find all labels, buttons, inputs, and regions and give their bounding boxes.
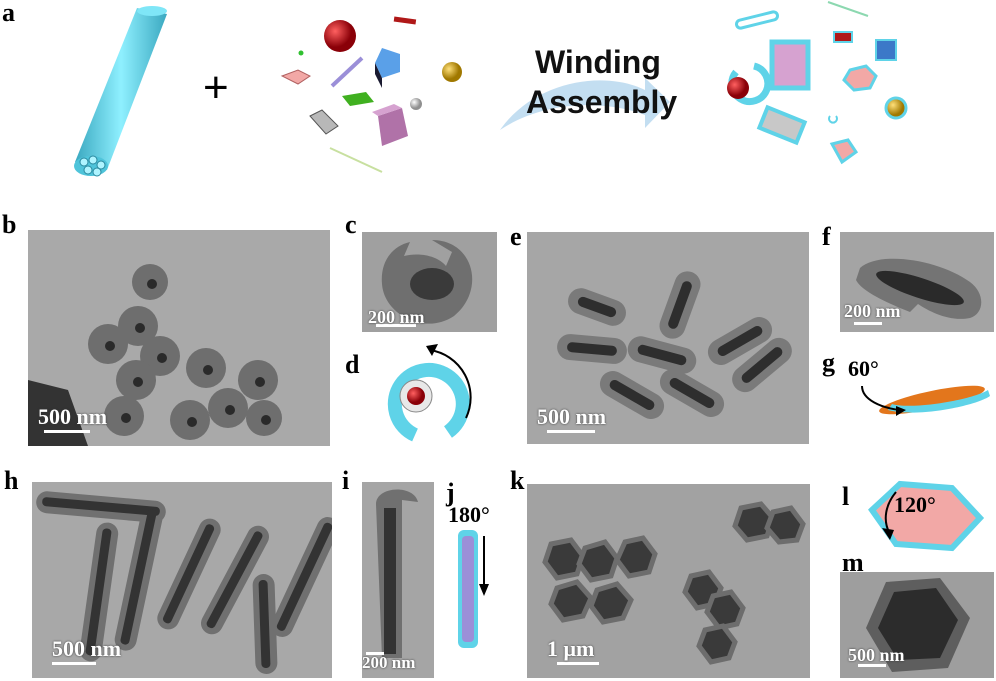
scalebar-h [52, 662, 96, 665]
panel-label-m: m [842, 548, 864, 577]
panel-label-h: h [4, 466, 19, 495]
scale-label-m: 500 nm [848, 645, 905, 665]
tem-image-m: 500 nm [840, 572, 994, 678]
wound-products-illustration [727, 1, 908, 165]
scalebar-e [547, 430, 595, 433]
tem-image-c: 200 nm [362, 232, 497, 332]
nanoparticles-illustration [280, 16, 462, 173]
panel-label-k: k [510, 466, 525, 495]
scale-label-c: 200 nm [368, 307, 425, 327]
scalebar-k [557, 662, 599, 665]
tem-image-k: 1 μm [527, 484, 810, 678]
tem-image-f: 200 nm [840, 232, 994, 332]
scale-label-i: 200 nm [362, 653, 416, 672]
panel-label-d: d [345, 350, 360, 379]
panel-label-j: j [446, 478, 455, 507]
scalebar-m [858, 664, 886, 667]
assembly-label: Assembly [526, 84, 678, 120]
scale-label-k: 1 μm [547, 636, 595, 661]
winding-assembly-arrow [500, 78, 670, 130]
sphere-winding-schematic [387, 344, 472, 442]
angle-label-g: 60° [848, 356, 879, 381]
panel-label-g: g [822, 348, 835, 377]
winding-label: Winding [535, 44, 661, 80]
tem-image-h: 500 nm [32, 482, 332, 678]
panel-label-c: c [345, 210, 357, 239]
scale-label-h: 500 nm [52, 636, 122, 661]
scalebar-b [44, 430, 90, 433]
scale-label-f: 200 nm [844, 301, 901, 321]
panel-label-e: e [510, 222, 522, 251]
scalebar-c [376, 324, 416, 327]
tem-image-b: 500 nm [28, 230, 330, 446]
angle-label-j: 180° [448, 502, 490, 527]
nanotube-bundle-illustration [74, 6, 167, 177]
plus-sign: + [203, 63, 229, 112]
rod-winding-schematic [458, 530, 489, 648]
panel-label-f: f [822, 222, 831, 251]
panel-label-l: l [842, 482, 850, 511]
panel-label-b: b [2, 210, 17, 239]
scalebar-i [366, 652, 384, 655]
ellipsoid-winding-schematic [861, 385, 990, 416]
tem-image-i: 200 nm [362, 482, 434, 678]
angle-label-l: 120° [894, 492, 936, 517]
scale-label-e: 500 nm [537, 404, 607, 429]
hexagon-winding-schematic [868, 480, 985, 552]
tem-image-e: 500 nm [527, 232, 809, 444]
scalebar-f [854, 322, 882, 325]
scale-label-b: 500 nm [38, 404, 108, 429]
panel-label-i: i [342, 466, 350, 495]
panel-label-a: a [2, 0, 15, 27]
